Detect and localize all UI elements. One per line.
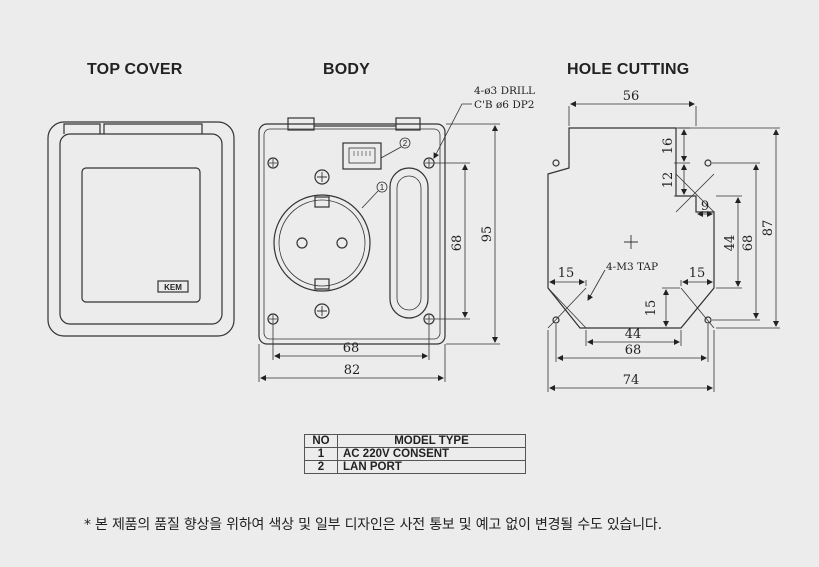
screw-socket-bottom xyxy=(314,303,330,319)
body-outline xyxy=(258,123,446,345)
kem-logo-box xyxy=(157,280,189,293)
hole-dim-16: 16 xyxy=(661,138,676,155)
hole-cutting-title: HOLE CUTTING xyxy=(567,61,690,78)
hole-dim-44-vertical: 44 xyxy=(723,235,738,252)
callout-1-leader xyxy=(361,190,379,209)
hole-dim-12: 12 xyxy=(661,172,676,189)
drill-note-leader xyxy=(433,103,472,159)
hole-dim-9: 9 xyxy=(701,199,709,214)
hole-dim-87: 87 xyxy=(761,220,776,237)
body-inner-outline xyxy=(263,128,441,340)
screw-top-right xyxy=(423,157,435,169)
top-cover-tab-left xyxy=(63,123,101,134)
drill-note-1: 4-ø3 DRILL xyxy=(474,85,535,97)
socket-inner-ring xyxy=(278,199,366,287)
callout-2-circle xyxy=(399,137,411,149)
body-clip-left xyxy=(287,117,315,131)
body-dim-68-horizontal: 68 xyxy=(343,341,360,356)
hole-dim-44-horizontal: 44 xyxy=(625,327,642,342)
hole-dim-68-horizontal: 68 xyxy=(625,343,642,358)
top-cover-inner-rim xyxy=(59,133,223,325)
hole-dim-15-vertical: 15 xyxy=(644,300,659,317)
callout-2-label: 2 xyxy=(403,139,408,148)
top-cover-tab-right xyxy=(103,123,203,134)
body-clip-right xyxy=(395,117,421,131)
tap-note: 4-M3 TAP xyxy=(606,261,658,273)
spec-row-no: 2 xyxy=(304,460,338,474)
lan-port-jack xyxy=(348,147,376,164)
body-dimensions xyxy=(258,123,500,382)
hole-dim-68-vertical: 68 xyxy=(741,235,756,252)
table-row: 1 AC 220V CONSENT xyxy=(304,447,526,461)
callout-1-label: 1 xyxy=(380,183,385,192)
model-spec-table: NO MODEL TYPE 1 AC 220V CONSENT 2 LAN PO… xyxy=(304,434,526,474)
lan-port xyxy=(342,142,382,170)
body-dim-95: 95 xyxy=(480,226,495,243)
table-row: 2 LAN PORT xyxy=(304,460,526,474)
screw-top-left xyxy=(267,157,279,169)
tap-hole-top-right xyxy=(704,159,712,167)
hole-dim-15-left: 15 xyxy=(558,266,575,281)
drill-note-2: C'B ø6 DP2 xyxy=(474,99,534,111)
top-cover-lid xyxy=(81,167,201,303)
socket-outer-ring xyxy=(273,194,371,292)
top-cover-view xyxy=(47,121,235,337)
screw-socket-top xyxy=(314,169,330,185)
top-cover-title: TOP COVER xyxy=(87,61,183,78)
callout-2-leader xyxy=(380,146,402,159)
callout-1-circle xyxy=(376,181,388,193)
spec-row-no: 1 xyxy=(304,447,338,461)
hole-dim-74: 74 xyxy=(623,373,640,388)
spec-table-header: NO MODEL TYPE xyxy=(304,434,526,448)
body-dim-82: 82 xyxy=(344,363,361,378)
top-cover-outline xyxy=(47,121,235,337)
footnote: * 본 제품의 품질 향상을 위하여 색상 및 일부 디자인은 사전 통보 및 … xyxy=(84,517,662,533)
body-slot-inner xyxy=(396,175,422,311)
socket-earth-top xyxy=(314,196,330,208)
tap-hole-bottom-left xyxy=(552,316,560,324)
socket-earth-bottom xyxy=(314,278,330,290)
tap-hole-top-left xyxy=(552,159,560,167)
hole-cutting-view xyxy=(547,127,715,329)
hole-cutting-dimensions xyxy=(547,101,780,392)
hole-dim-56: 56 xyxy=(623,89,640,104)
body-dim-68-vertical: 68 xyxy=(450,235,465,252)
screw-bottom-right xyxy=(423,313,435,325)
spec-header-model-type: MODEL TYPE xyxy=(337,434,526,448)
spec-row-type: AC 220V CONSENT xyxy=(337,447,526,461)
body-view xyxy=(258,103,472,345)
corner-mark-bottom-right xyxy=(680,287,715,329)
kem-logo: KEM xyxy=(164,283,182,292)
corner-mark-bottom-left xyxy=(547,287,587,329)
spec-row-type: LAN PORT xyxy=(337,460,526,474)
body-slot xyxy=(389,167,429,319)
center-mark xyxy=(624,235,638,249)
body-title: BODY xyxy=(323,61,371,78)
screw-bottom-left xyxy=(267,313,279,325)
spec-header-no: NO xyxy=(304,434,338,448)
socket-pin-right xyxy=(336,237,348,249)
tap-note-leader xyxy=(587,269,606,301)
hole-dim-15-right: 15 xyxy=(689,266,706,281)
lan-port-pins xyxy=(353,151,371,156)
socket-pin-left xyxy=(296,237,308,249)
tap-hole-bottom-right xyxy=(704,316,712,324)
